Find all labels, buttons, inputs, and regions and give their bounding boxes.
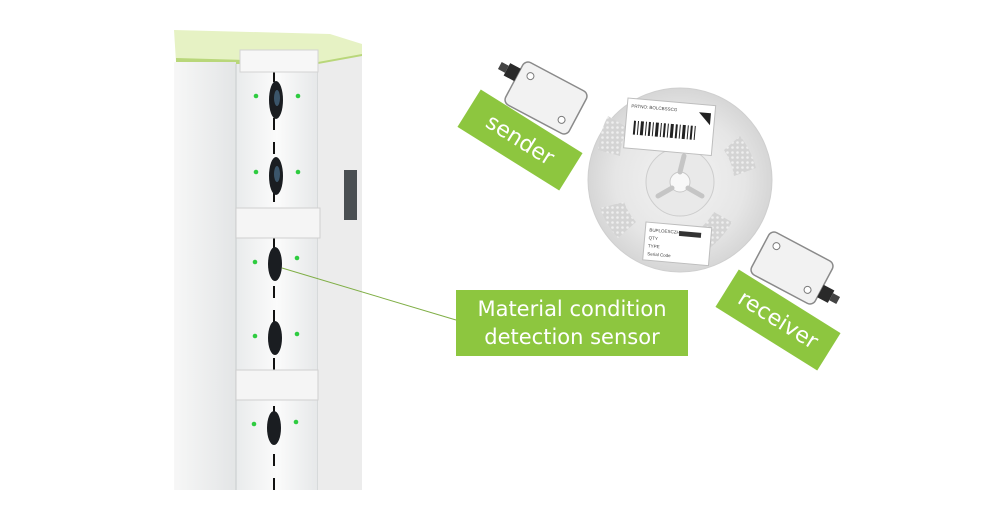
sender-sensor	[497, 61, 588, 135]
tower-shelf	[235, 207, 321, 239]
sensor-eye	[268, 321, 282, 355]
led-indicator	[251, 421, 257, 427]
led-indicator	[253, 169, 259, 175]
svg-text:Serial Code: Serial Code	[647, 251, 671, 258]
sensor-tower	[174, 30, 362, 490]
led-indicator	[293, 419, 299, 425]
receiver-sensor	[750, 231, 841, 305]
tower-shelf	[235, 369, 319, 401]
svg-text:BUPLOESCZH: BUPLOESCZH	[649, 227, 680, 235]
tower-right-side	[318, 56, 362, 490]
component-reel: PRTNO: BOLCBSSCG BUPLOESCZH QTY TYPE Ser…	[587, 87, 773, 273]
led-indicator	[252, 333, 258, 339]
svg-text:QTY: QTY	[648, 235, 658, 241]
tower-shelf	[239, 49, 319, 73]
led-indicator	[253, 93, 259, 99]
sensor-eye	[268, 247, 282, 281]
callout-line-2: detection sensor	[484, 325, 660, 349]
tower-left-body	[174, 62, 236, 490]
led-indicator	[295, 93, 301, 99]
svg-text:TYPE: TYPE	[648, 243, 660, 249]
led-indicator	[294, 255, 300, 261]
sensor-callout-box: Material condition detection sensor	[456, 290, 688, 356]
callout-line-1: Material condition	[477, 297, 667, 321]
sensor-eye	[267, 411, 281, 445]
sensor-eye-group	[251, 81, 301, 445]
led-indicator	[294, 331, 300, 337]
reel-bottom-label: BUPLOESCZH QTY TYPE Serial Code	[642, 221, 713, 267]
reel-top-label: PRTNO: BOLCBSSCG	[623, 97, 717, 157]
svg-text:PRTNO: BOLCBSSCG: PRTNO: BOLCBSSCG	[631, 103, 678, 112]
callout-leader-line	[281, 267, 457, 321]
tower-side-window	[344, 170, 357, 220]
led-indicator	[295, 169, 301, 175]
led-indicator	[252, 259, 258, 265]
